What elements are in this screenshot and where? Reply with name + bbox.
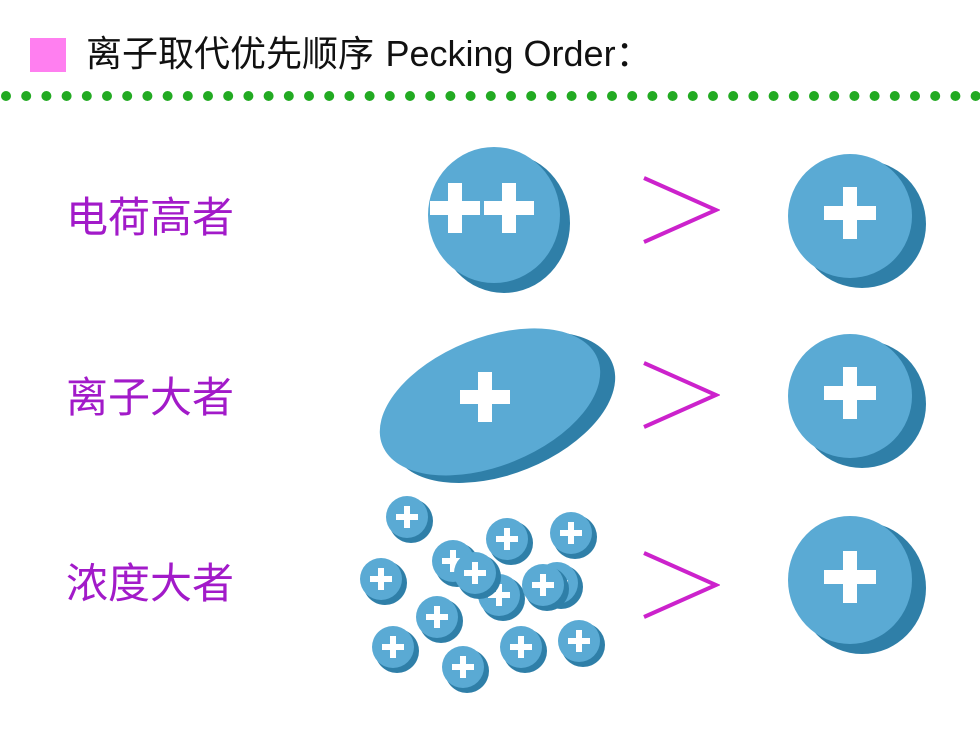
small-ion-icon [522,564,569,611]
small-ion-icon [442,646,489,693]
plus-icon [824,367,876,419]
small-ion-icon [416,596,463,643]
single-charge-ion-icon-row1 [788,154,926,288]
single-charge-ion-icon-row3 [788,516,926,654]
greater-than-icon-row1 [643,176,720,244]
double-plus-icon [430,183,534,233]
small-ion-icon [386,496,433,543]
small-ion-icon [550,512,597,559]
plus-icon [460,372,510,422]
row-label-size: 离子大者 [66,373,235,422]
large-ion-icon [379,328,616,483]
page-title: 离子取代优先顺序 Pecking Order： [86,28,652,81]
title-colon: ： [615,34,652,75]
small-ions-cluster [360,496,605,693]
small-ion-icon [500,626,547,673]
title-chinese: 离子取代优先顺序 [86,34,375,75]
title-english: Pecking Order [385,33,616,74]
double-charge-ion-icon [428,147,570,293]
small-ion-icon [558,620,605,667]
small-ion-icon [454,552,501,599]
small-ion-icon [486,518,533,565]
single-charge-ion-icon-row2 [788,334,926,468]
plus-icon [824,187,876,239]
small-ion-icon [372,626,419,673]
small-ion-icon [360,558,407,605]
greater-than-icon-row2 [643,361,720,429]
plus-icon [824,551,876,603]
greater-than-icon-row3 [643,551,720,619]
row-label-charge: 电荷高者 [66,193,235,242]
row-label-concentration: 浓度大者 [66,559,235,608]
dotted-divider [1,91,980,101]
title-bullet [30,38,66,72]
